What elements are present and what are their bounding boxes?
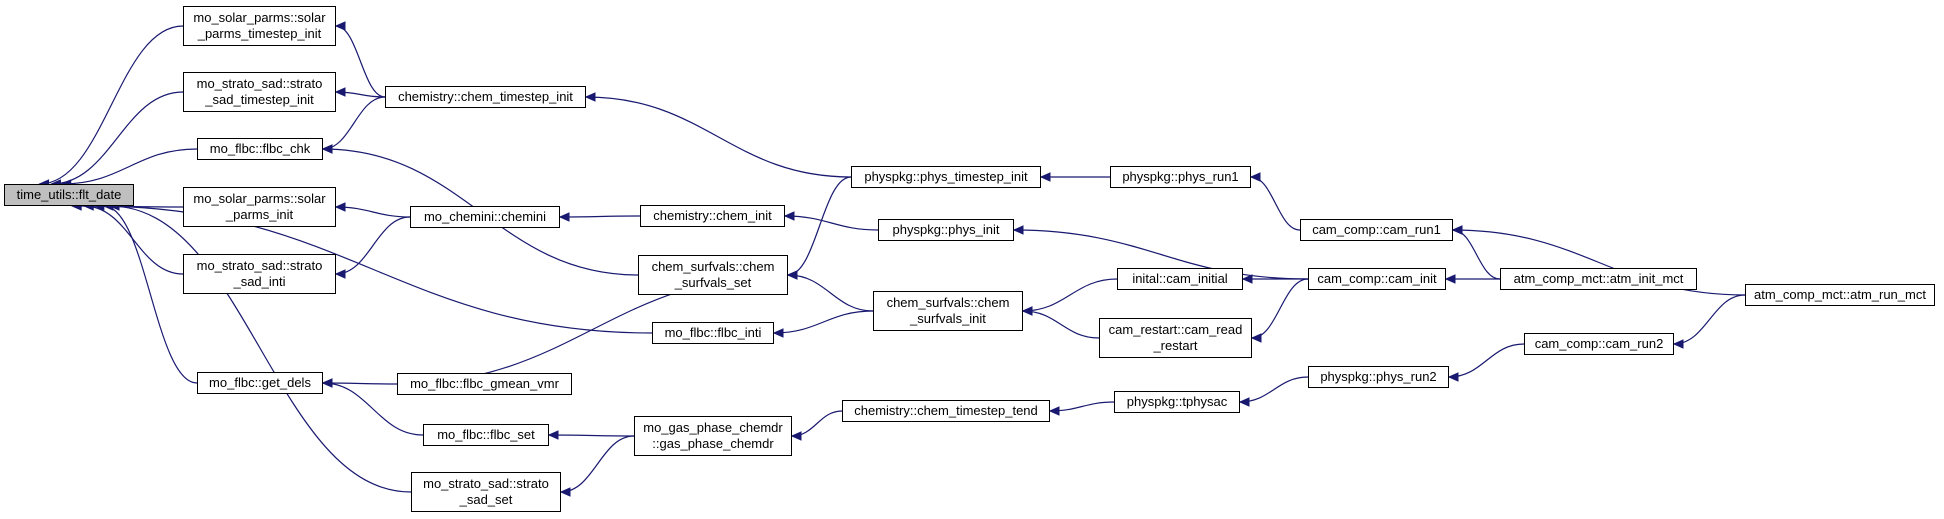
node-cam-run2[interactable]: cam_comp::cam_run2 [1524, 333, 1674, 355]
arrowhead [790, 431, 802, 441]
call-edge [103, 205, 198, 384]
call-edge [548, 434, 635, 437]
call-edge [1022, 278, 1118, 312]
node-tphysac[interactable]: physpkg::tphysac [1114, 391, 1240, 413]
node-strato-sad-timestep-init[interactable]: mo_strato_sad::strato _sad_timestep_init [183, 72, 336, 112]
call-edge [1448, 343, 1525, 378]
call-edge [559, 215, 641, 218]
call-edge [1250, 176, 1301, 231]
node-chem-surfvals-init[interactable]: chem_surfvals::chem _surfvals_init [873, 291, 1023, 331]
node-cam-read-restart[interactable]: cam_restart::cam_read _restart [1099, 318, 1252, 358]
node-flbc-chk[interactable]: mo_flbc::flbc_chk [197, 138, 323, 160]
node-flbc-inti[interactable]: mo_flbc::flbc_inti [652, 322, 774, 344]
call-edge [1013, 229, 1309, 280]
arrowhead [559, 487, 571, 497]
arrowhead [786, 270, 798, 280]
call-edge [1022, 310, 1100, 339]
arrowhead [1249, 172, 1261, 182]
node-flbc-set[interactable]: mo_flbc::flbc_set [423, 424, 549, 446]
call-edge [1049, 401, 1115, 412]
arrowhead [1048, 406, 1060, 416]
node-phys-timestep-init[interactable]: physpkg::phys_timestep_init [851, 166, 1041, 188]
call-edge [322, 382, 424, 436]
call-edge [1251, 278, 1309, 339]
arrowhead [334, 202, 346, 212]
arrowhead [1672, 339, 1684, 349]
node-get-dels[interactable]: mo_flbc::get_dels [197, 372, 323, 394]
call-edge [1239, 376, 1309, 403]
call-edge [61, 148, 198, 185]
call-edge [773, 310, 874, 334]
arrowhead [1241, 274, 1253, 284]
arrowhead [783, 211, 795, 221]
call-edge [335, 206, 411, 218]
node-chem-timestep-init[interactable]: chemistry::chem_timestep_init [385, 86, 586, 108]
call-edge [784, 215, 879, 231]
node-solar-parms-timestep-init[interactable]: mo_solar_parms::solar _parms_timestep_in… [183, 6, 336, 46]
call-edge [560, 435, 635, 493]
arrowhead [321, 378, 333, 388]
arrowhead [547, 430, 559, 440]
arrowhead [584, 92, 596, 102]
arrowhead [334, 269, 346, 279]
node-gas-phase-chemdr[interactable]: mo_gas_phase_chemdr ::gas_phase_chemdr [634, 416, 792, 456]
node-cam-init[interactable]: cam_comp::cam_init [1308, 268, 1446, 290]
arrowhead [1250, 333, 1262, 343]
arrowhead [1238, 397, 1250, 407]
call-edge [585, 96, 852, 178]
arrowhead [334, 87, 346, 97]
node-atm-init-mct[interactable]: atm_comp_mct::atm_init_mct [1500, 268, 1697, 290]
arrowhead [1444, 274, 1456, 284]
node-strato-sad-inti[interactable]: mo_strato_sad::strato _sad_inti [183, 254, 336, 294]
node-chem-init[interactable]: chemistry::chem_init [640, 205, 785, 227]
call-edge [84, 205, 184, 275]
arrowhead [1447, 372, 1459, 382]
node-chemini[interactable]: mo_chemini::chemini [410, 206, 560, 228]
call-edge [109, 205, 412, 493]
arrowhead [1451, 225, 1463, 235]
call-edge [39, 25, 184, 185]
arrowhead [1021, 306, 1033, 316]
call-edge [335, 25, 386, 98]
arrowhead [558, 212, 570, 222]
node-chem-timestep-tend[interactable]: chemistry::chem_timestep_tend [842, 400, 1050, 422]
arrowhead [1039, 172, 1051, 182]
arrowhead [1012, 225, 1024, 235]
call-edge [1452, 229, 1746, 296]
node-strato-sad-set[interactable]: mo_strato_sad::strato _sad_set [411, 472, 561, 512]
node-chem-surfvals-set[interactable]: chem_surfvals::chem _surfvals_set [638, 255, 788, 295]
node-phys-run1[interactable]: physpkg::phys_run1 [1110, 166, 1251, 188]
node-solar-parms-init[interactable]: mo_solar_parms::solar _parms_init [183, 187, 336, 227]
arrowhead [772, 328, 784, 338]
node-phys-run2[interactable]: physpkg::phys_run2 [1308, 366, 1449, 388]
node-cam-run1[interactable]: cam_comp::cam_run1 [1300, 219, 1453, 241]
arrowhead [321, 144, 333, 154]
call-edge [335, 216, 411, 275]
arrowhead [334, 21, 346, 31]
node-flt-date[interactable]: time_utils::flt_date [4, 184, 134, 206]
node-phys-init[interactable]: physpkg::phys_init [878, 219, 1014, 241]
node-cam-initial[interactable]: inital::cam_initial [1117, 268, 1243, 290]
call-edge [1452, 229, 1501, 280]
node-atm-run-mct[interactable]: atm_comp_mct::atm_run_mct [1745, 284, 1935, 306]
node-flbc-gmean-vmr[interactable]: mo_flbc::flbc_gmean_vmr [397, 373, 572, 395]
call-edge [1673, 294, 1746, 345]
call-edge [94, 205, 653, 334]
call-edge [787, 274, 874, 312]
